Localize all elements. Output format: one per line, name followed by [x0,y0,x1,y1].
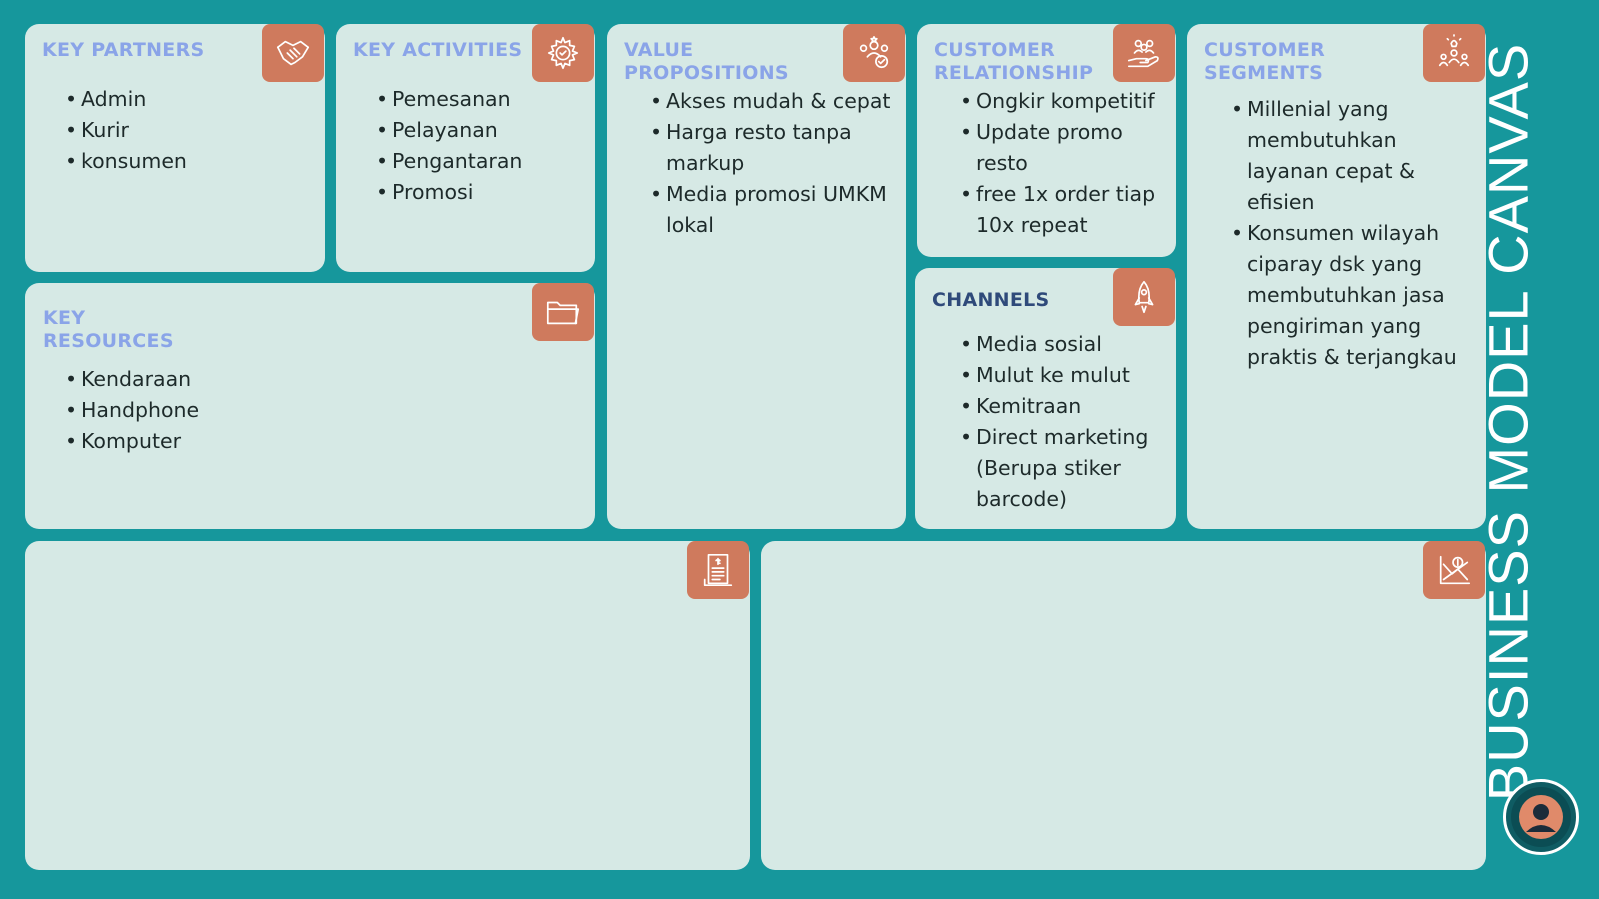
key-partners-list: Admin Kurir konsumen [65,84,305,177]
list-item: Media sosial [960,329,1170,360]
list-item: Direct marketing (Berupa stiker barcode) [960,422,1170,515]
key-partners-card: KEY PARTNERS Admin Kurir konsumen [25,24,325,272]
list-item: Kurir [65,115,305,146]
list-item: Handphone [65,395,365,426]
key-activities-card: KEY ACTIVITIES Pemesanan Pelayanan Penga… [336,24,595,272]
list-item: Promosi [376,177,586,208]
list-item: Update promo resto [960,117,1170,179]
list-item: Akses mudah & cepat [650,86,900,117]
list-item: Kendaraan [65,364,365,395]
key-activities-list: Pemesanan Pelayanan Pengantaran Promosi [376,84,586,208]
key-activities-title: KEY ACTIVITIES [353,39,523,61]
customer-relationship-list: Ongkir kompetitif Update promo resto fre… [960,86,1170,241]
list-item: Pengantaran [376,146,586,177]
page-title: BUSINESS MODEL CANVAS [1476,42,1540,802]
cost-structure-card [25,541,750,870]
key-resources-list: Kendaraan Handphone Komputer [65,364,365,457]
list-item: Pelayanan [376,115,586,146]
list-item: Mulut ke mulut [960,360,1170,391]
customer-relationship-card: CUSTOMER RELATIONSHIP Ongkir kompetitif … [917,24,1176,257]
list-item: Konsumen wilayah ciparay dsk yang membut… [1231,218,1471,373]
rocket-icon [1113,268,1175,326]
revenue-streams-card [761,541,1486,870]
list-item: Komputer [65,426,365,457]
list-item: Kemitraan [960,391,1170,422]
people-idea-icon [1423,24,1485,82]
gear-icon [532,24,594,82]
list-item: free 1x order tiap 10x repeat [960,179,1170,241]
list-item: Pemesanan [376,84,586,115]
receipt-icon [687,541,749,599]
channels-title: CHANNELS [932,289,1050,311]
customer-segments-title: CUSTOMER SEGMENTS [1204,39,1326,84]
key-resources-card: KEY RESOURCES Kendaraan Handphone Komput… [25,283,595,529]
value-people-icon [843,24,905,82]
list-item: konsumen [65,146,305,177]
value-propositions-list: Akses mudah & cepat Harga resto tanpa ma… [650,86,900,241]
handshake-icon [262,24,324,82]
list-item: Ongkir kompetitif [960,86,1170,117]
key-resources-title: KEY RESOURCES [43,307,174,352]
key-partners-title: KEY PARTNERS [42,39,205,61]
value-propositions-title: VALUE PROPOSITIONS [624,39,789,84]
brand-logo-icon [1503,779,1579,855]
folder-icon [532,283,594,341]
list-item: Media promosi UMKM lokal [650,179,900,241]
customer-segments-card: CUSTOMER SEGMENTS Millenial yang membutu… [1187,24,1486,529]
channels-list: Media sosial Mulut ke mulut Kemitraan Di… [960,329,1170,515]
hand-people-icon [1113,24,1175,82]
customer-segments-list: Millenial yang membutuhkan layanan cepat… [1231,94,1471,373]
list-item: Millenial yang membutuhkan layanan cepat… [1231,94,1471,218]
channels-card: CHANNELS Media sosial Mulut ke mulut Kem… [915,268,1176,529]
value-propositions-card: VALUE PROPOSITIONS Akses mudah & cepat H… [607,24,906,529]
revenue-chart-icon [1423,541,1485,599]
customer-relationship-title: CUSTOMER RELATIONSHIP [934,39,1094,84]
list-item: Harga resto tanpa markup [650,117,900,179]
list-item: Admin [65,84,305,115]
